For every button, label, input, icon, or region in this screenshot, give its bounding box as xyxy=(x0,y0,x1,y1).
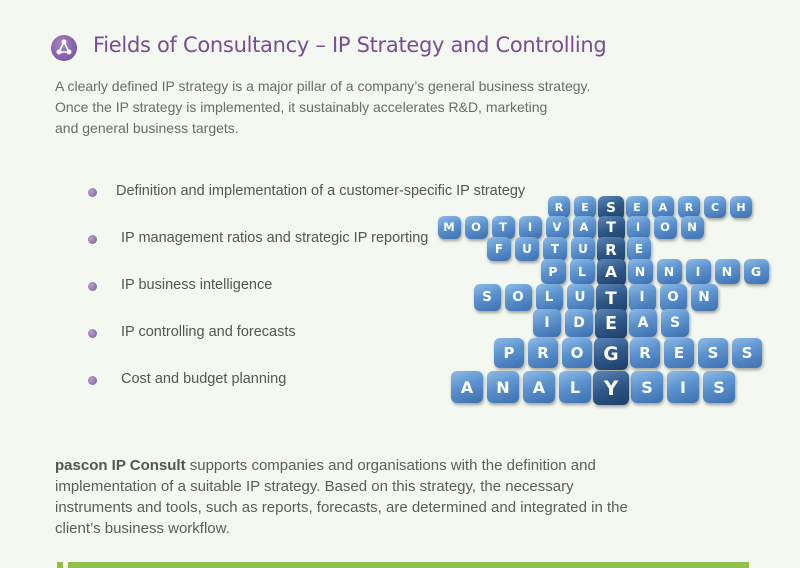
key-letter-cube: Y xyxy=(593,371,629,405)
letter-cube: N xyxy=(487,371,519,403)
list-item-text: IP controlling and forecasts xyxy=(121,324,296,340)
letter-cube: A xyxy=(451,371,483,403)
brand-name: pascon IP Consult xyxy=(55,457,186,474)
bullet-icon xyxy=(88,376,97,385)
letter-cube: M xyxy=(437,215,461,239)
letter-cube: N xyxy=(627,258,653,284)
letter-cube: E xyxy=(627,237,651,261)
intro-line: Once the IP strategy is implemented, it … xyxy=(55,99,548,115)
bullet-icon xyxy=(88,282,97,291)
letter-cube: F xyxy=(487,237,511,261)
letter-cube: S xyxy=(732,338,762,368)
letter-cube: R xyxy=(678,196,700,218)
letter-cube: S xyxy=(631,371,663,403)
intro-line: A clearly defined IP strategy is a major… xyxy=(55,78,591,94)
list-item-text: Cost and budget planning xyxy=(121,371,287,387)
letter-cube: V xyxy=(545,215,569,239)
letter-cube: O xyxy=(504,283,532,311)
letter-cube: C xyxy=(704,196,726,218)
letter-cube: T xyxy=(543,237,567,261)
letter-cube: I xyxy=(628,283,656,311)
key-letter-cube: R xyxy=(597,237,625,263)
letter-cube: I xyxy=(667,371,699,403)
key-letter-cube: A xyxy=(596,258,626,286)
letter-cube: S xyxy=(703,371,735,403)
list-item-text: Definition and implementation of a custo… xyxy=(116,183,526,199)
intro-paragraph: A clearly defined IP strategy is a major… xyxy=(55,76,615,139)
letter-cube: R xyxy=(548,196,570,218)
footer-bar xyxy=(68,562,749,568)
page-title: Fields of Consultancy – IP Strategy and … xyxy=(93,33,607,57)
letter-cube: G xyxy=(743,258,769,284)
list-item-text: IP business intelligence xyxy=(121,277,273,293)
key-letter-cube: T xyxy=(597,215,625,241)
letter-cube: I xyxy=(685,258,711,284)
letter-cube: U xyxy=(515,237,539,261)
letter-cube: O xyxy=(562,338,592,368)
bullet-icon xyxy=(88,188,97,197)
key-letter-cube: T xyxy=(595,283,627,313)
letter-cube: N xyxy=(656,258,682,284)
letter-cube: N xyxy=(690,283,718,311)
letter-cube: R xyxy=(528,338,558,368)
letter-cube: O xyxy=(659,283,687,311)
letter-cube: E xyxy=(664,338,694,368)
letter-cube: A xyxy=(652,196,674,218)
letter-cube: H xyxy=(730,196,752,218)
letter-cube: U xyxy=(566,283,594,311)
closing-paragraph: pascon IP Consult supports companies and… xyxy=(55,455,655,539)
letter-cube: D xyxy=(565,309,593,337)
letter-cube: P xyxy=(494,338,524,368)
letter-cube: A xyxy=(523,371,555,403)
letter-cube: I xyxy=(518,215,542,239)
letter-cube: A xyxy=(572,215,596,239)
key-letter-cube: G xyxy=(594,338,628,370)
letter-cube: I xyxy=(533,309,561,337)
letter-cube: T xyxy=(491,215,515,239)
letter-cube: S xyxy=(698,338,728,368)
letter-cube: R xyxy=(630,338,660,368)
letter-cube: I xyxy=(626,215,650,239)
bullet-icon xyxy=(88,329,97,338)
letter-cube: N xyxy=(680,215,704,239)
letter-cube: L xyxy=(535,283,563,311)
letter-cube: N xyxy=(714,258,740,284)
network-triangle-icon xyxy=(51,35,77,61)
letter-cube: A xyxy=(629,309,657,337)
letter-cube: S xyxy=(473,283,501,311)
letter-cube: O xyxy=(653,215,677,239)
intro-line: and general business targets. xyxy=(55,120,239,136)
letter-cube: P xyxy=(540,258,566,284)
letter-cube: L xyxy=(569,258,595,284)
key-letter-cube: E xyxy=(595,309,627,339)
letter-cube: U xyxy=(571,237,595,261)
list-item-text: IP management ratios and strategic IP re… xyxy=(121,230,429,246)
letter-cube: S xyxy=(661,309,689,337)
key-letter-cube: S xyxy=(598,196,624,220)
letter-cube: O xyxy=(464,215,488,239)
bullet-icon xyxy=(88,235,97,244)
letter-cube: E xyxy=(574,196,596,218)
letter-cube: E xyxy=(626,196,648,218)
letter-cube: L xyxy=(559,371,591,403)
closing-text: supports companies and organisations wit… xyxy=(55,457,628,537)
footer-accent xyxy=(57,562,63,568)
